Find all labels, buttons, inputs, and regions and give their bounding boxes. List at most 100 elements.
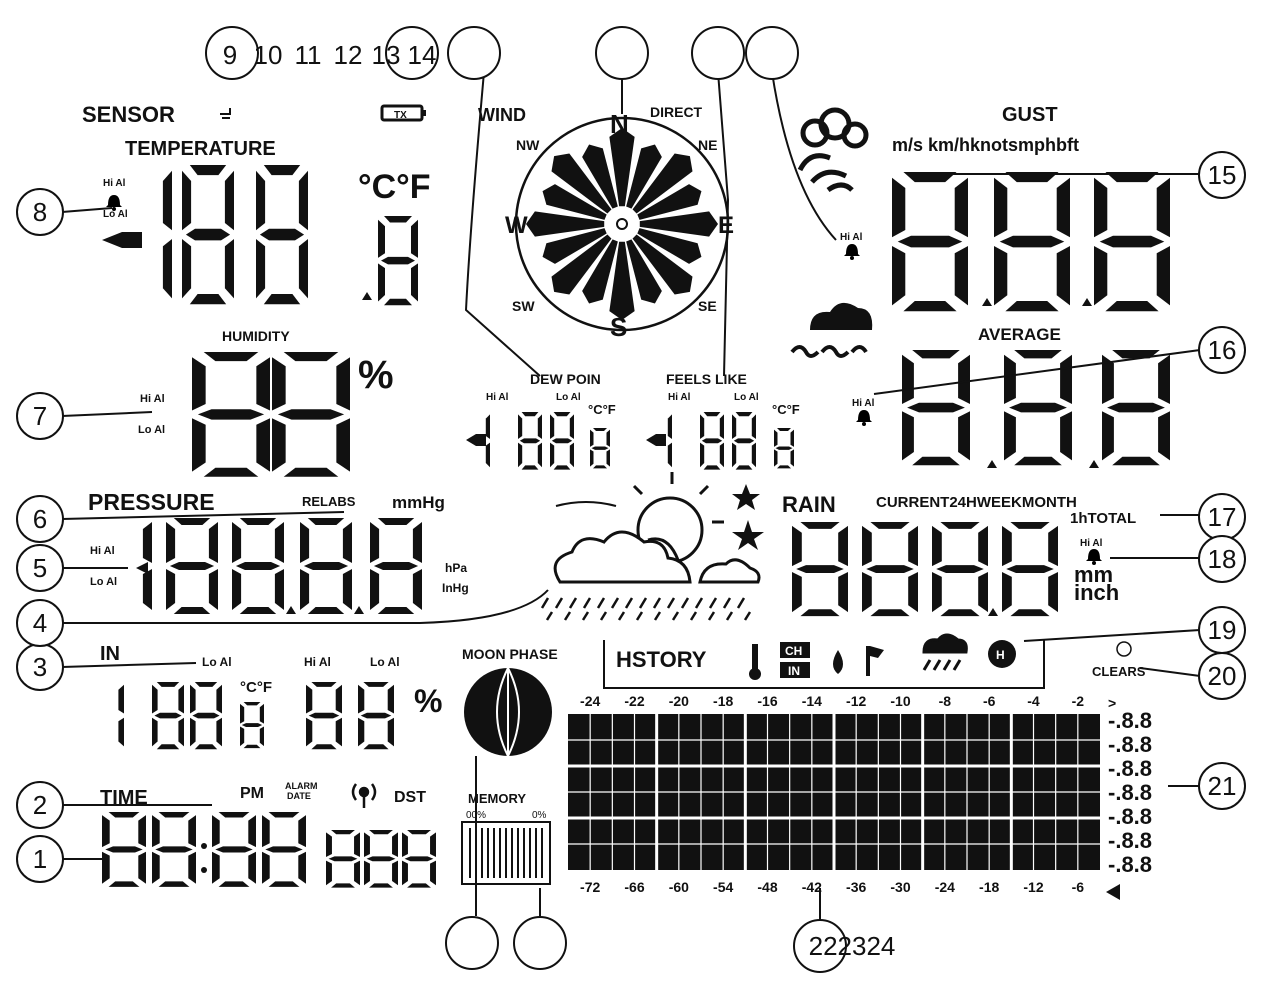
- compass-s: S: [610, 312, 627, 342]
- history-bottom-tick-label: -36: [846, 879, 866, 895]
- history-top-tick-label: -4: [1027, 693, 1040, 709]
- callout-lines: [61, 71, 1201, 924]
- history-scale-label: -.8.8: [1108, 852, 1152, 877]
- history-scale-label: -.8.8: [1108, 828, 1152, 853]
- temperature-digits: [162, 165, 418, 306]
- compass-petal: [626, 239, 662, 304]
- clears-label: CLEARS: [1092, 664, 1146, 679]
- memory-label: MEMORY: [468, 791, 526, 806]
- svg-text:IN: IN: [788, 664, 800, 678]
- callout-1: 1: [33, 844, 47, 874]
- average-alarm-bell-icon: [856, 410, 872, 426]
- feels-units: °C°F: [772, 402, 800, 417]
- history-scale-marker: >: [1108, 695, 1116, 711]
- inch-label: inch: [1074, 580, 1119, 605]
- feels-minus-sign: [646, 434, 666, 446]
- callout-17: 17: [1208, 502, 1237, 532]
- history-bottom-tick-label: -72: [580, 879, 600, 895]
- compass-petal: [632, 153, 693, 214]
- compass-n: N: [610, 109, 629, 139]
- feels-hi-al: Hi Al: [668, 392, 691, 403]
- temp-lo-al: Lo Al: [103, 209, 128, 220]
- svg-text:H: H: [996, 648, 1005, 662]
- history-label: HSTORY: [616, 647, 707, 672]
- callout-18: 18: [1208, 544, 1237, 574]
- memory-right-pct: 0%: [532, 810, 547, 821]
- history-right-scale: -.8.8-.8.8-.8.8-.8.8-.8.8-.8.8-.8.8: [1108, 708, 1152, 877]
- moon-phase-label: MOON PHASE: [462, 646, 558, 662]
- time-digits: [102, 812, 306, 887]
- average-hi-al: Hi Al: [852, 398, 875, 409]
- pm-label: PM: [240, 785, 264, 802]
- indoor-hum-lo-al: Lo Al: [370, 655, 400, 669]
- callout-7: 7: [33, 401, 47, 431]
- history-scale-pointer: [1106, 884, 1120, 900]
- compass-petal: [637, 184, 702, 220]
- history-scale-label: -.8.8: [1108, 708, 1152, 733]
- rain-periods-label: CURRENT24HWEEKMONTH: [876, 494, 1077, 511]
- battery-tx-icon: TX: [380, 104, 426, 122]
- compass-petal: [639, 211, 718, 237]
- svg-text:CH: CH: [785, 644, 802, 658]
- compass-petal: [582, 239, 618, 304]
- compass-petal: [526, 211, 605, 237]
- gust-digits: [892, 172, 1170, 312]
- history-bottom-tick-label: -54: [713, 879, 733, 895]
- compass-petal: [637, 228, 702, 264]
- indoor-label: IN: [100, 643, 120, 665]
- feels-like-digits: [667, 412, 794, 470]
- radio-signal-icon: [351, 783, 377, 808]
- gust-units: m/s km/hknotsmphbft: [892, 135, 1079, 155]
- gust-alarm-bell-icon: [844, 244, 860, 260]
- compass-petal: [632, 234, 693, 295]
- history-top-tick-label: -16: [757, 693, 777, 709]
- compass-e: E: [718, 212, 734, 239]
- indoor-temp-units: °C°F: [240, 679, 272, 696]
- history-scale-label: -.8.8: [1108, 804, 1152, 829]
- history-bottom-axis: -72-66-60-54-48-42-36-30-24-18-12-6: [580, 879, 1084, 895]
- history-bottom-tick-label: -30: [890, 879, 910, 895]
- history-bottom-tick-label: -18: [979, 879, 999, 895]
- callout-numbers: 1 2 3 4 5 6 7 8 9 10 11 12 13 14 15 16 1…: [33, 40, 1237, 961]
- humidity-hi-al: Hi Al: [140, 393, 165, 405]
- wind-cloud-icon: [790, 302, 873, 358]
- rain-hi-al: Hi Al: [1080, 538, 1103, 549]
- alarm-label: ALARM: [285, 781, 318, 791]
- star-icon: [732, 484, 764, 550]
- indoor-humidity-digits: [306, 682, 394, 750]
- compass-petal: [582, 144, 618, 209]
- callout-4: 4: [33, 608, 47, 638]
- callout-9: 9: [223, 40, 237, 70]
- wind-compass: [514, 116, 730, 332]
- callout-20: 20: [1208, 661, 1237, 691]
- callout-3: 3: [33, 652, 47, 682]
- rain-label: RAIN: [782, 492, 836, 517]
- temp-minus-sign: [102, 232, 142, 248]
- direct-label: DIRECT: [650, 104, 703, 120]
- history-top-tick-label: -18: [713, 693, 733, 709]
- humidity-percent: %: [358, 353, 394, 397]
- temperature-label: TEMPERATURE: [125, 138, 276, 160]
- callout-2: 2: [33, 790, 47, 820]
- temp-hi-al: Hi Al: [103, 178, 126, 189]
- compass-petal: [542, 184, 607, 220]
- callout-6: 6: [33, 504, 47, 534]
- signal-icon: [220, 108, 231, 119]
- compass-se: SE: [698, 298, 717, 314]
- svg-text:TX: TX: [394, 110, 407, 121]
- history-top-tick-label: -10: [890, 693, 910, 709]
- ch-in-icon: CH IN: [780, 642, 810, 678]
- compass-ne: NE: [698, 137, 717, 153]
- history-scale-label: -.8.8: [1108, 756, 1152, 781]
- sensor-label: SENSOR: [82, 102, 175, 127]
- gust-hi-al: Hi Al: [840, 232, 863, 243]
- time-label: TIME: [100, 787, 148, 809]
- history-top-axis: -24-22-20-18-16-14-12-10-8-6-4-2: [580, 693, 1084, 709]
- history-top-tick-label: -6: [983, 693, 996, 709]
- feels-like-label: FEELS LIKE: [666, 371, 747, 387]
- dst-label: DST: [394, 789, 426, 806]
- mmhg-label: mmHg: [392, 493, 445, 512]
- feels-lo-al: Lo Al: [734, 392, 759, 403]
- compass-petal: [609, 241, 635, 320]
